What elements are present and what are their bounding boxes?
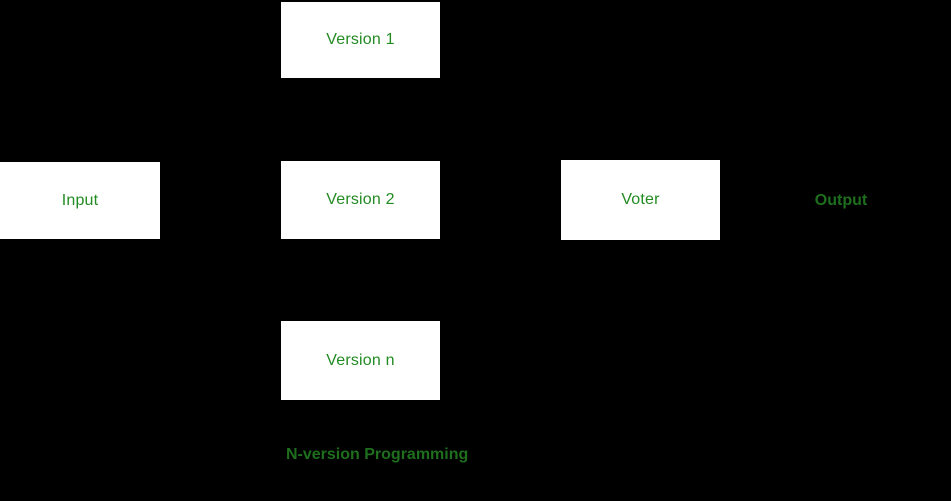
- version-n-node-label: Version n: [326, 351, 395, 369]
- voter-node: Voter: [561, 160, 720, 240]
- input-node-label: Input: [61, 191, 99, 209]
- voter-node-label: Voter: [621, 191, 660, 208]
- diagram-caption: N-version Programming: [286, 446, 469, 463]
- version-n-node: Version n: [281, 321, 440, 400]
- input-node: Input: [0, 162, 160, 239]
- version-1-node-label: Version 1: [326, 31, 395, 48]
- output-label: Output: [814, 192, 868, 209]
- version-1-node: Version 1: [281, 2, 440, 78]
- version-2-node: Version 2: [281, 161, 440, 239]
- version-2-node-label: Version 2: [326, 191, 395, 208]
